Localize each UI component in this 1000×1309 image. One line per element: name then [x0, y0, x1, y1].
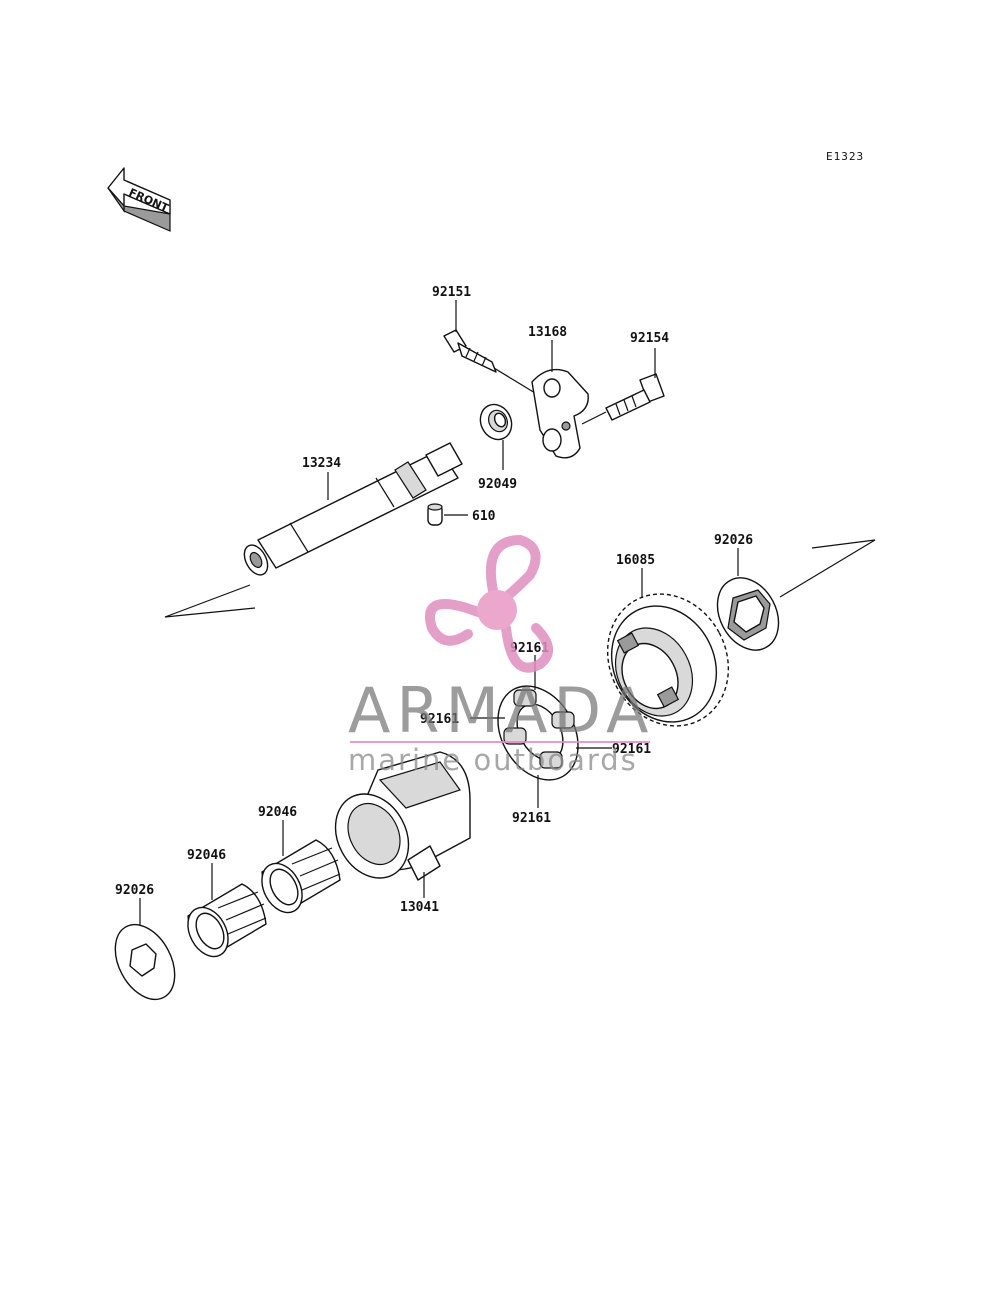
- holder-13168: [531, 368, 589, 459]
- label-92049: 92049: [478, 477, 517, 492]
- bearing-92046-b: [261, 839, 341, 914]
- label-92026-left: 92026: [115, 883, 154, 898]
- label-13168: 13168: [528, 325, 567, 340]
- pin-610: [427, 503, 443, 526]
- label-92154: 92154: [630, 331, 669, 346]
- label-92161-right: 92161: [612, 742, 651, 757]
- front-arrow-icon: FRONT: [107, 167, 171, 232]
- watermark-logo: ARMADA marine outboards: [348, 534, 654, 777]
- hub-13041: [334, 751, 471, 881]
- bolt-92154: [581, 373, 665, 425]
- shaft-13234: [164, 442, 463, 618]
- label-16085: 16085: [616, 553, 655, 568]
- damper-92161: [497, 685, 579, 781]
- bolt-92151: [443, 329, 541, 397]
- label-92046-a: 92046: [187, 848, 226, 863]
- label-13041: 13041: [400, 900, 439, 915]
- label-92161-bottom: 92161: [512, 811, 551, 826]
- propeller-icon: [425, 534, 553, 673]
- watermark-title: ARMADA: [348, 674, 654, 747]
- label-92151: 92151: [432, 285, 471, 300]
- seal-92049: [479, 403, 513, 441]
- label-92161-left: 92161: [420, 712, 459, 727]
- label-92161-top: 92161: [510, 641, 549, 656]
- bearing-92046-a: [187, 883, 267, 958]
- gear-16085: [606, 593, 730, 727]
- label-92026-right: 92026: [714, 533, 753, 548]
- washer-92026-right: [716, 577, 780, 651]
- label-13234: 13234: [302, 456, 341, 471]
- diagram-code: E1323: [826, 150, 864, 163]
- label-610: 610: [472, 509, 496, 524]
- washer-92026-left: [114, 923, 176, 1001]
- label-92046-b: 92046: [258, 805, 297, 820]
- watermark-subtitle: marine outboards: [348, 743, 638, 777]
